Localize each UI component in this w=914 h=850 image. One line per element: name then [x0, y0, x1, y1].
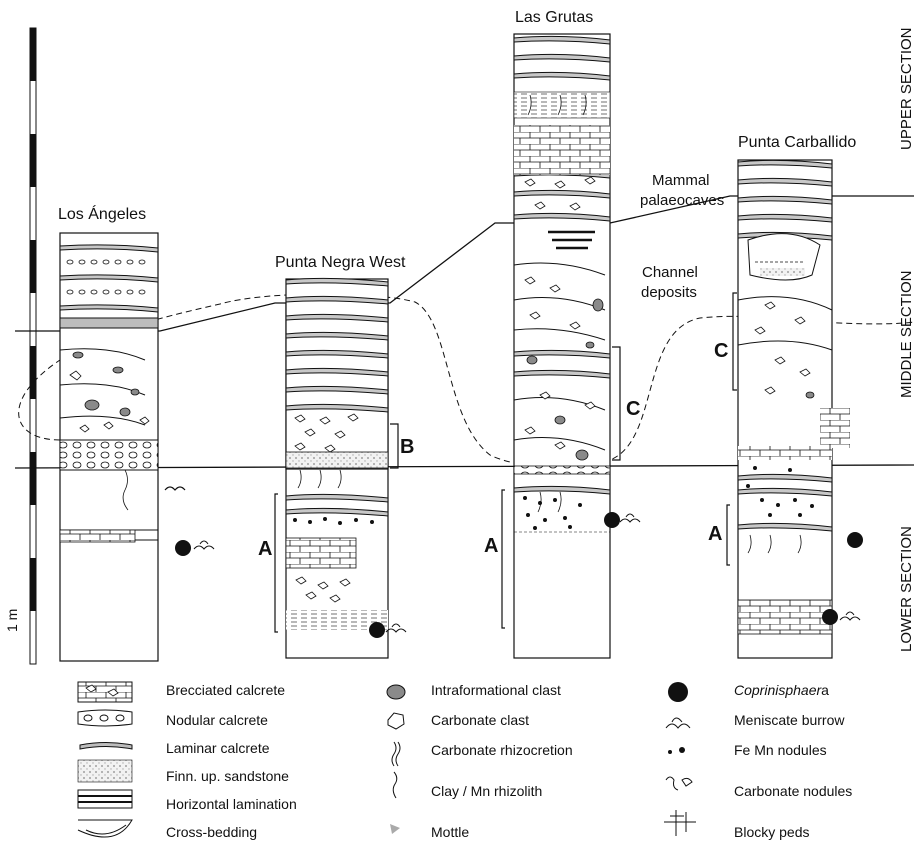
section-label-upper: UPPER SECTION	[898, 27, 914, 150]
legend-label: Blocky peds	[734, 824, 810, 840]
nodular-calcrete-icon	[77, 709, 133, 727]
interval-pc-c: C	[714, 340, 729, 362]
legend-label: Carbonate rhizocretion	[431, 742, 573, 758]
coprinisphaera-icon	[668, 682, 688, 702]
clay-mn-rhizolith-icon	[392, 771, 398, 799]
column-title-punta-carballido: Punta Carballido	[738, 134, 857, 151]
laminar-calcrete-icon	[79, 742, 133, 750]
column-title-las-grutas: Las Grutas	[515, 9, 594, 26]
fe-mn-nodules-icon	[668, 747, 685, 754]
interval-pc-a: A	[708, 523, 723, 545]
legend-label: Carbonate clast	[431, 712, 530, 728]
scale-bar	[29, 27, 37, 665]
section-label-middle: MIDDLE SECTION	[898, 270, 914, 398]
cross-bedding-icon	[77, 819, 133, 838]
annotation-mammal-2: palaeocaves	[640, 192, 725, 209]
carbonate-clast-icon	[387, 712, 405, 730]
legend-label: Horizontal lamination	[166, 796, 297, 812]
column-title-los-angeles: Los Ángeles	[58, 206, 147, 223]
legend-col2-icons	[386, 684, 406, 834]
annotation-mammal-1: Mammal	[652, 172, 710, 189]
column-las-grutas	[501, 33, 641, 659]
carbonate-nodules-icon	[665, 776, 693, 791]
legend-label: Mottle	[431, 824, 470, 840]
annotation-channel-1: Channel	[642, 264, 698, 281]
blocky-peds-icon	[664, 810, 696, 836]
column-punta-carballido	[726, 159, 863, 659]
legend-label: Laminar calcrete	[166, 740, 270, 756]
annotation-channel-2: deposits	[641, 284, 697, 301]
legend-label: Nodular calcrete	[166, 712, 268, 728]
legend-label: Meniscate burrow	[734, 712, 845, 728]
mottle-icon	[390, 824, 400, 834]
brecciated-calcrete-icon	[77, 681, 133, 703]
legend-label-coprinisphaera: Coprinisphaera	[734, 682, 829, 698]
section-label-lower: LOWER SECTION	[898, 526, 914, 652]
legend-label: Finn. up. sandstone	[166, 768, 289, 784]
column-title-punta-negra-west: Punta Negra West	[275, 254, 406, 271]
sandstone-icon	[77, 759, 133, 783]
carbonate-rhizocretion-icon	[391, 741, 401, 767]
interval-pnw-b: B	[400, 436, 415, 458]
horizontal-lamination-icon	[77, 789, 133, 809]
legend-col3-icons	[664, 682, 696, 836]
legend-label: Carbonate nodules	[734, 783, 853, 799]
legend-label: Fe Mn nodules	[734, 742, 827, 758]
legend-label: Clay / Mn rhizolith	[431, 783, 543, 799]
legend-col1-icons	[77, 681, 133, 838]
column-los-angeles	[59, 232, 215, 662]
interval-lg-c: C	[626, 398, 641, 420]
legend-label: Intraformational clast	[431, 682, 561, 698]
interval-lg-a: A	[484, 535, 499, 557]
legend-label: Cross-bedding	[166, 824, 258, 840]
interval-pnw-a: A	[258, 538, 273, 560]
meniscate-burrow-icon	[665, 717, 691, 729]
column-punta-negra-west	[274, 277, 407, 659]
intraformational-clast-icon	[386, 684, 406, 700]
legend-label: Brecciated calcrete	[166, 682, 286, 698]
scale-bar-label: 1 m	[4, 608, 20, 632]
